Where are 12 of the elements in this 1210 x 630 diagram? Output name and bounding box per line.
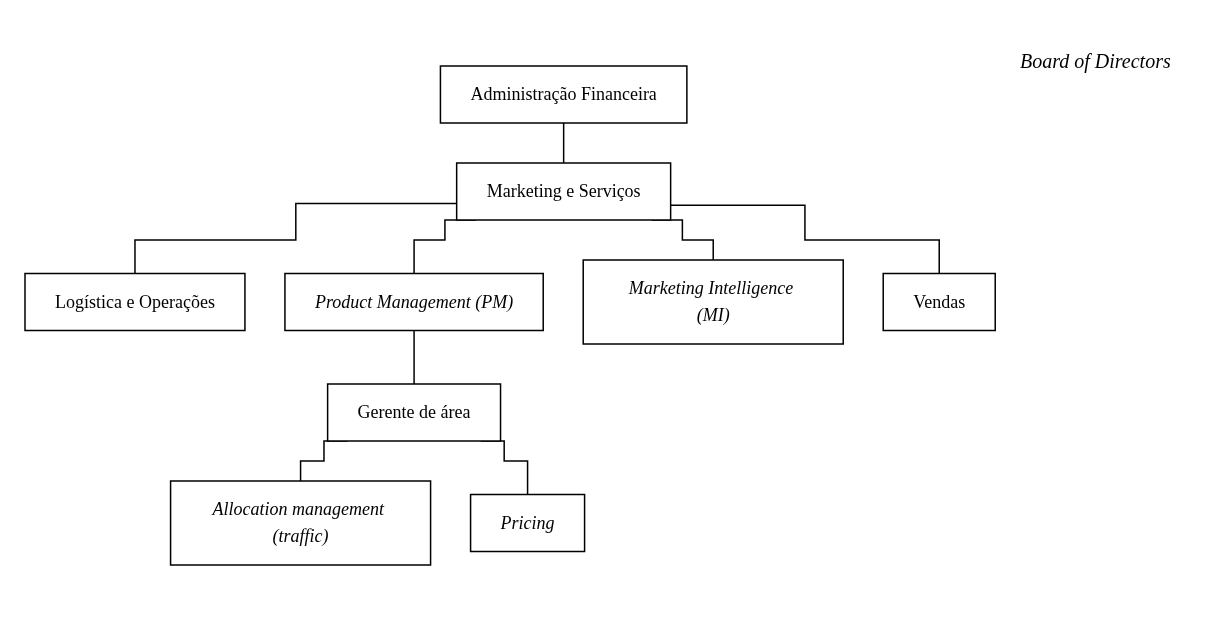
- node-box: Marketing e Serviços: [455, 161, 672, 221]
- node-box: Allocation management (traffic): [169, 479, 432, 566]
- node-box: Vendas: [882, 272, 996, 331]
- node-box: Product Management (PM): [284, 272, 544, 331]
- side-note: Board of Directors: [1020, 50, 1171, 73]
- node-box: Pricing: [469, 493, 586, 552]
- connector: [413, 329, 415, 385]
- node-box: Administração Financeira: [439, 64, 688, 124]
- node-box: Logística e Operações: [24, 272, 246, 331]
- connector: [562, 121, 565, 164]
- node-box: Gerente de área: [326, 382, 502, 442]
- node-box: Marketing Intelligence (MI): [582, 258, 844, 345]
